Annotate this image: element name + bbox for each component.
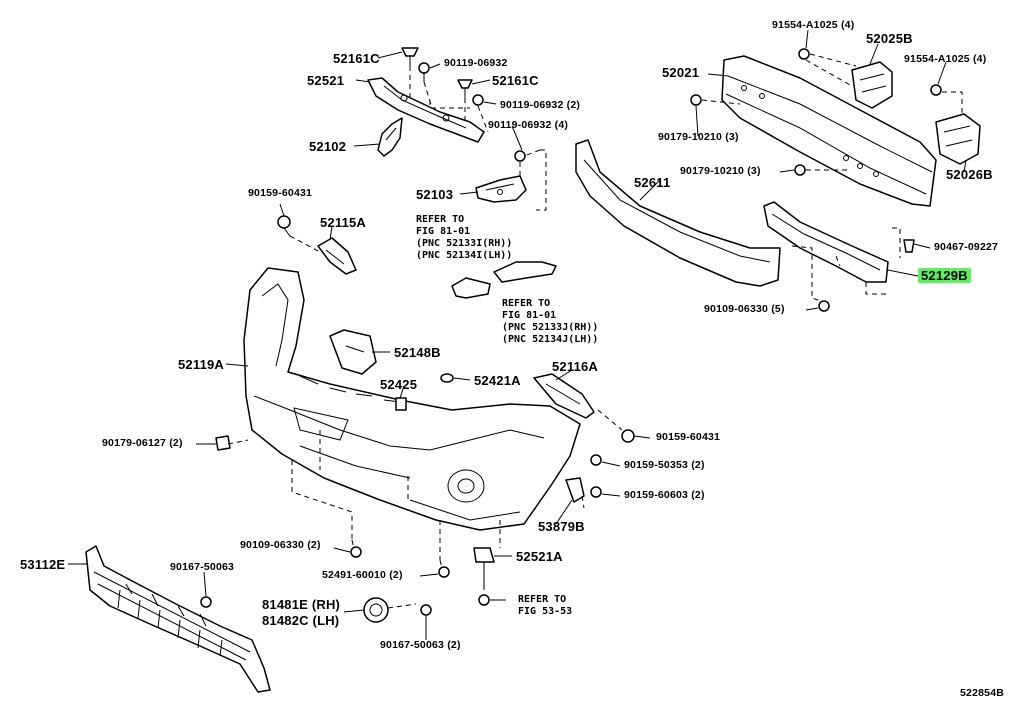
- fog-lamp-cover-81481e-81482c: [363, 597, 389, 623]
- bolt-90109-06330-lower: [350, 546, 362, 558]
- bolt-90119-06932-top: [418, 62, 430, 82]
- label-90159-60603-2: 90159-60603 (2): [624, 489, 705, 501]
- label-90159-60431-right: 90159-60431: [656, 431, 721, 443]
- label-52421a: 52421A: [474, 373, 521, 388]
- label-90109-06330-2: 90109-06330 (2): [240, 539, 321, 551]
- bracket-52102: [377, 117, 403, 157]
- label-52102: 52102: [309, 139, 347, 154]
- clip-52161c-top: [401, 47, 419, 66]
- label-90179-10210-3-a: 90179-10210 (3): [658, 131, 739, 143]
- label-90119-06932-4: 90119-06932 (4): [488, 119, 569, 131]
- nut-52491-60010: [438, 566, 450, 578]
- seal-52148b: [329, 329, 377, 375]
- bolt-refer-53-53: [478, 594, 490, 606]
- bolt-90159-50353: [590, 454, 602, 466]
- label-52161c-second: 52161C: [492, 73, 539, 88]
- label-52115a: 52115A: [320, 215, 367, 230]
- bolt-90159-60431-left: [277, 215, 291, 237]
- bumper-reinforcement-52021: [721, 55, 937, 207]
- bolt-90159-60603: [590, 486, 602, 498]
- bolt-91554-a1025-left: [798, 48, 810, 60]
- label-53879b: 53879B: [538, 519, 585, 534]
- bolt-90109-06330-right: [818, 300, 830, 312]
- label-91554-a1025-4-left: 91554-A1025 (4): [772, 19, 855, 31]
- label-52025b: 52025B: [866, 31, 913, 46]
- bolt-90167-50063-lower: [420, 604, 432, 616]
- bolt-90159-60431-right: [621, 429, 635, 443]
- front-bumper-cover-52119a: [243, 267, 581, 531]
- nut-90179-10210-b: [794, 164, 806, 176]
- label-91554-a1025-4-right: 91554-A1025 (4): [904, 53, 987, 65]
- label-90159-50353-2: 90159-50353 (2): [624, 459, 705, 471]
- label-52026b: 52026B: [946, 167, 993, 182]
- label-52103: 52103: [416, 187, 454, 202]
- fog-lamp-bracket-81-01-a: [451, 277, 491, 299]
- leader-lines: [68, 29, 967, 640]
- clip-90467-09227: [903, 239, 915, 253]
- label-52491-60010-2: 52491-60010 (2): [322, 569, 403, 581]
- label-52129b-highlighted[interactable]: 52129B: [918, 268, 971, 283]
- clip-90179-06127: [215, 435, 231, 451]
- bracket-52115a: [317, 237, 357, 275]
- label-81481e-rh: 81481E (RH): [262, 597, 341, 612]
- label-52021: 52021: [662, 65, 700, 80]
- label-52425: 52425: [380, 377, 418, 392]
- label-52161c-top: 52161C: [333, 51, 380, 66]
- bumper-support-52129b: [763, 201, 889, 283]
- retainer-52425: [395, 397, 407, 411]
- label-90119-06932-top: 90119-06932: [444, 57, 508, 69]
- nut-90179-10210-a: [690, 94, 702, 106]
- bolt-90119-06932-second: [472, 94, 484, 106]
- bracket-53879b: [565, 477, 585, 503]
- bolt-90119-06932-four: [514, 150, 526, 162]
- crash-box-52025b: [851, 61, 893, 109]
- label-52119a: 52119A: [178, 357, 225, 372]
- label-52611: 52611: [634, 175, 671, 190]
- label-90109-06330-5: 90109-06330 (5): [704, 303, 785, 315]
- figure-id: 522854B: [960, 687, 1005, 699]
- bolt-91554-a1025-right: [930, 84, 942, 96]
- label-90167-50063-2: 90167-50063 (2): [380, 639, 461, 651]
- label-53112e: 53112E: [20, 557, 66, 572]
- label-52148b: 52148B: [394, 345, 441, 360]
- label-52521a: 52521A: [516, 549, 563, 564]
- bolt-90167-50063-upper: [200, 596, 212, 608]
- energy-absorber-52611: [575, 139, 781, 287]
- bracket-52103: [475, 175, 527, 203]
- label-81482c-lh: 81482C (LH): [262, 613, 340, 628]
- clip-52161c-second: [457, 79, 473, 98]
- label-90119-06932-2: 90119-06932 (2): [500, 99, 581, 111]
- refer-to-fig-81-01-b: REFER TO FIG 81-01 (PNC 52133J(RH)) (PNC…: [502, 298, 599, 345]
- label-90467-09227: 90467-09227: [934, 241, 999, 253]
- bumper-side-bracket-52521: [367, 77, 485, 143]
- refer-to-fig-81-01-a: REFER TO FIG 81-01 (PNC 52133I(RH)) (PNC…: [416, 214, 513, 261]
- bracket-52116a: [533, 373, 595, 419]
- label-52116a: 52116A: [552, 359, 599, 374]
- clip-52421a: [440, 373, 454, 383]
- label-90179-10210-3-b: 90179-10210 (3): [680, 165, 761, 177]
- fog-lamp-bracket-81-01-b: [493, 261, 557, 283]
- label-90179-06127-2: 90179-06127 (2): [102, 437, 183, 449]
- bracket-52521a: [473, 547, 495, 590]
- refer-to-fig-53-53: REFER TO FIG 53-53: [518, 594, 573, 617]
- label-90167-50063: 90167-50063: [170, 561, 235, 573]
- lower-grille-53112e: [85, 545, 271, 693]
- label-52521: 52521: [307, 73, 345, 88]
- label-90159-60431-left: 90159-60431: [248, 187, 313, 199]
- crash-box-52026b: [935, 113, 981, 165]
